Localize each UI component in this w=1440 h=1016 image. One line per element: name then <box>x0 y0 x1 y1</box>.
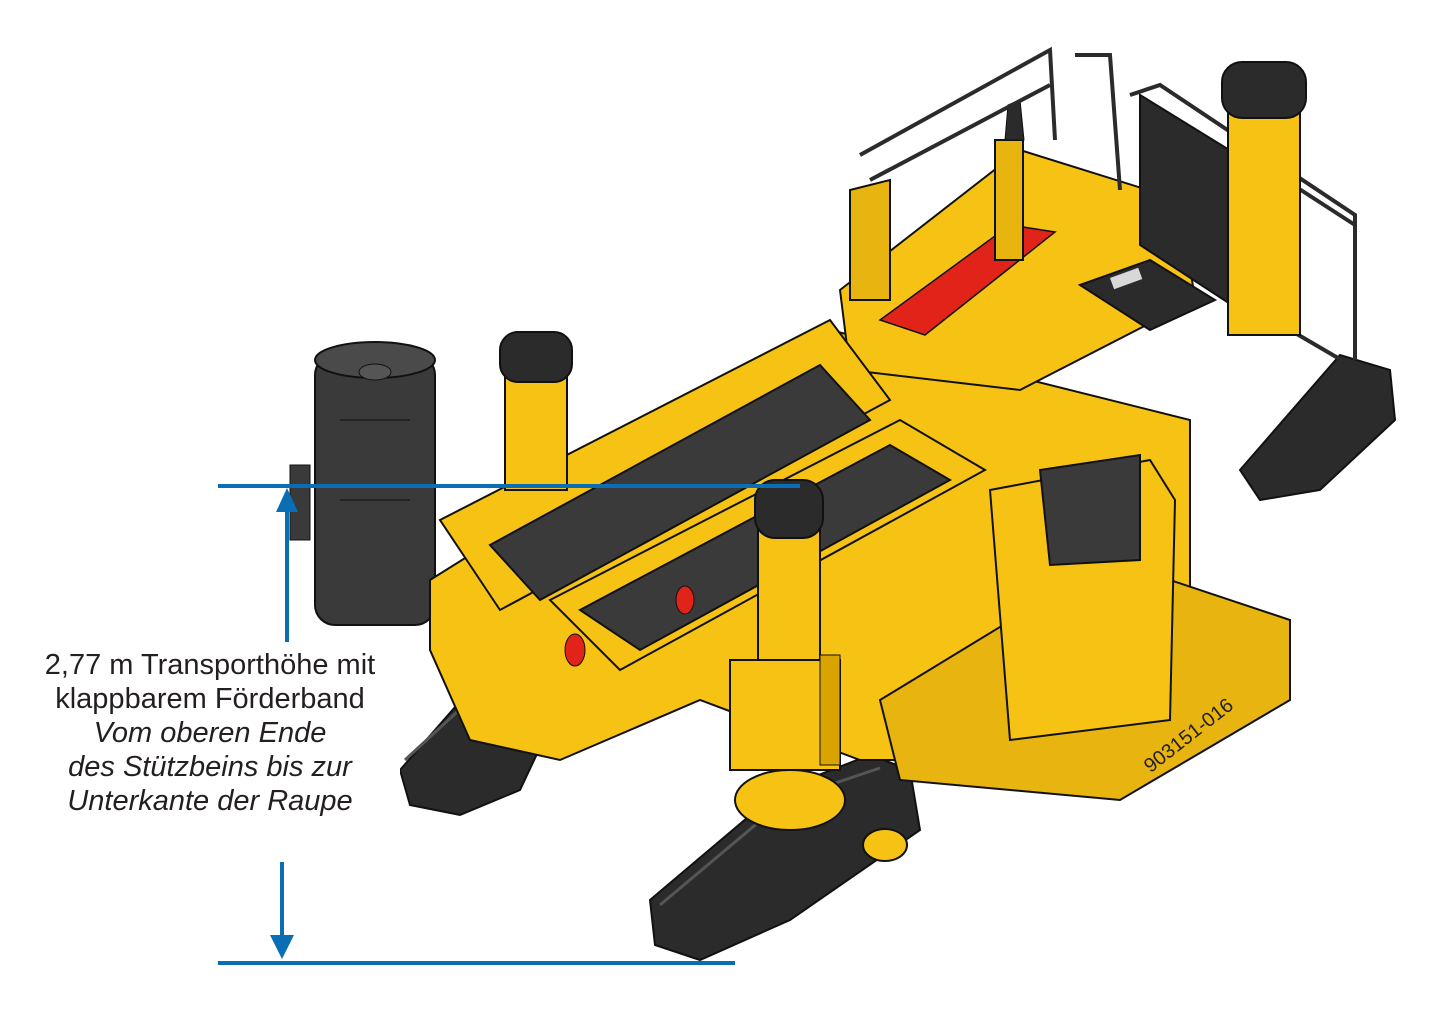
control-panel <box>1077 258 1218 332</box>
exhaust-pipe <box>994 99 1025 261</box>
arrow-down-icon <box>270 935 294 959</box>
water-tank <box>289 341 436 626</box>
dimension-lines <box>218 484 800 965</box>
dimension-caption: 2,77 m Transporthöhe mit klappbarem Förd… <box>20 648 400 818</box>
support-leg-rear-left <box>499 331 573 491</box>
arrow-up-icon <box>276 488 298 512</box>
caption-line-2: klappbarem Förderband <box>55 683 365 715</box>
caption-line-1: 2,77 m Transporthöhe mit <box>44 649 376 681</box>
support-leg-front <box>729 479 846 831</box>
right-track <box>1238 353 1397 502</box>
support-leg-rear-right <box>1221 61 1307 336</box>
hopper <box>988 453 1177 742</box>
caption-note-3: Unterkante der Raupe <box>67 785 353 817</box>
caption-note-2: des Stützbeins bis zur <box>68 751 352 783</box>
caption-note-1: Vom oberen Ende <box>93 717 327 749</box>
